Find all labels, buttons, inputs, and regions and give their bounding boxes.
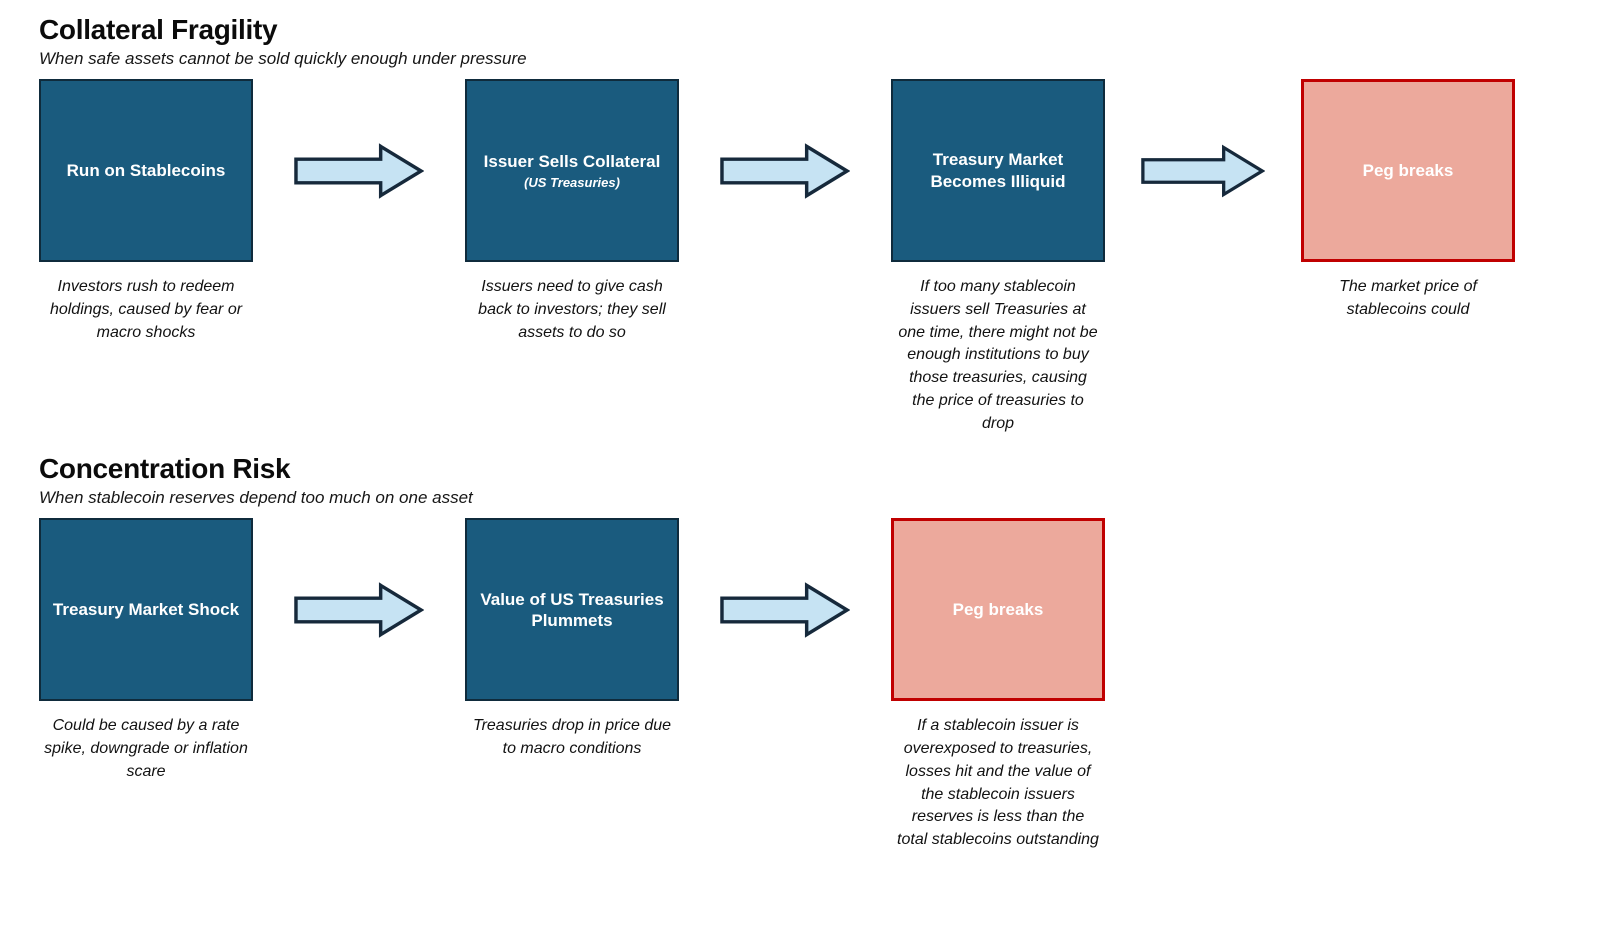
- flow-step-value-treasuries-plummets: Value of US Treasuries Plummets Treasuri…: [465, 518, 679, 760]
- node-caption: If too many stablecoin issuers sell Trea…: [898, 278, 1098, 432]
- right-arrow-icon: [294, 142, 424, 199]
- node-treasury-market-illiquid: Treasury Market Becomes Illiquid: [891, 79, 1105, 263]
- flow-step-peg-breaks: Peg breaks The market price of stablecoi…: [1301, 79, 1515, 321]
- section-concentration-risk: Concentration Risk When stablecoin reser…: [39, 453, 1580, 852]
- node-caption: Investors rush to redeem holdings, cause…: [49, 278, 243, 341]
- node-issuer-sells-collateral: Issuer Sells Collateral (US Treasuries): [465, 79, 679, 263]
- flow-step-treasury-market-illiquid: Treasury Market Becomes Illiquid If too …: [891, 79, 1105, 435]
- flow-step-treasury-market-shock: Treasury Market Shock Could be caused by…: [39, 518, 253, 783]
- flow-arrow: [679, 518, 891, 701]
- node-run-on-stablecoins: Run on Stablecoins: [39, 79, 253, 263]
- flow-row-collateral-fragility: Run on Stablecoins Investors rush to red…: [39, 79, 1580, 435]
- node-title: Treasury Market Shock: [52, 600, 240, 620]
- node-treasury-market-shock: Treasury Market Shock: [39, 518, 253, 702]
- node-caption: The market price of stablecoins could: [1339, 278, 1477, 318]
- node-caption: Issuers need to give cash back to invest…: [478, 278, 666, 341]
- flow-step-issuer-sells-collateral: Issuer Sells Collateral (US Treasuries) …: [465, 79, 679, 344]
- node-title: Run on Stablecoins: [66, 161, 226, 181]
- section-title: Collateral Fragility: [39, 14, 278, 45]
- flow-step-run-on-stablecoins: Run on Stablecoins Investors rush to red…: [39, 79, 253, 344]
- right-arrow-icon: [720, 582, 850, 638]
- flow-arrow: [679, 79, 891, 262]
- flow-arrow: [253, 518, 465, 701]
- flow-arrow: [1105, 79, 1301, 262]
- node-value-treasuries-plummets: Value of US Treasuries Plummets: [465, 518, 679, 702]
- section-title: Concentration Risk: [39, 453, 291, 485]
- node-title: Peg breaks: [1362, 161, 1454, 181]
- node-peg-breaks: Peg breaks: [1301, 79, 1515, 263]
- node-title: Peg breaks: [952, 600, 1044, 620]
- node-title: Issuer Sells Collateral: [483, 152, 661, 172]
- flow-arrow: [253, 79, 465, 262]
- section-collateral-fragility: Collateral Fragility When safe assets ca…: [39, 14, 1580, 435]
- node-caption: Treasuries drop in price due to macro co…: [472, 717, 672, 758]
- flow-step-peg-breaks: Peg breaks If a stablecoin issuer is ove…: [891, 518, 1105, 851]
- node-caption: If a stablecoin issuer is overexposed to…: [897, 717, 1099, 848]
- node-title: Value of US Treasuries Plummets: [480, 589, 664, 630]
- node-caption: Could be caused by a rate spike, downgra…: [44, 717, 248, 780]
- diagram-canvas: Collateral Fragility When safe assets ca…: [39, 14, 1580, 852]
- node-title: Treasury Market Becomes Illiquid: [930, 150, 1066, 191]
- section-subtitle: When safe assets cannot be sold quickly …: [39, 49, 527, 69]
- flow-row-concentration-risk: Treasury Market Shock Could be caused by…: [39, 518, 1580, 851]
- right-arrow-icon: [294, 582, 424, 638]
- node-peg-breaks: Peg breaks: [891, 518, 1105, 702]
- section-subtitle: When stablecoin reserves depend too much…: [39, 488, 473, 508]
- node-subtitle: (US Treasuries): [524, 175, 620, 191]
- right-arrow-icon: [720, 142, 850, 199]
- right-arrow-icon: [1141, 144, 1265, 198]
